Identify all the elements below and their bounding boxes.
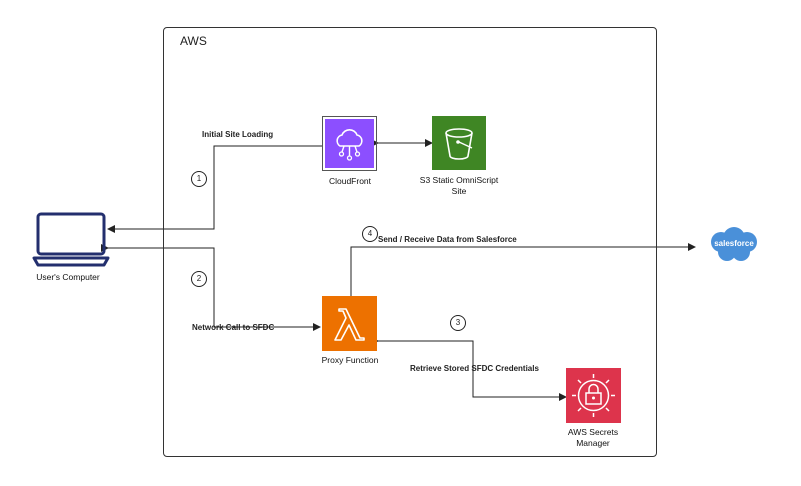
- edge-send-receive: [347, 243, 696, 303]
- s3-label: S3 Static OmniScript Site: [409, 175, 509, 197]
- edge-label-retrieve: Retrieve Stored SFDC Credentials: [410, 364, 539, 373]
- aws-boundary-title: AWS: [180, 34, 207, 48]
- step-marker-2: 2: [191, 271, 207, 287]
- edge-retrieve: [371, 337, 567, 401]
- secrets-label-line2: Manager: [576, 438, 610, 448]
- computer-label: User's Computer: [36, 272, 100, 282]
- edge-label-initial-load: Initial Site Loading: [202, 130, 274, 139]
- cloudfront-label: CloudFront: [328, 176, 372, 186]
- edge-label-send-receive: Send / Receive Data from Salesforce: [378, 235, 517, 244]
- edge-network-call: [101, 244, 321, 331]
- s3-label-line1: S3 Static OmniScript: [419, 175, 499, 185]
- salesforce-label: salesforce: [714, 239, 754, 248]
- lambda-label: Proxy Function: [321, 355, 379, 365]
- step-marker-4: 4: [362, 226, 378, 242]
- salesforce-cloud-icon: [711, 227, 757, 261]
- aws-boundary: [163, 27, 657, 457]
- step-marker-3: 3: [450, 315, 466, 331]
- cloudfront-icon: [325, 119, 374, 168]
- secrets-manager-icon: [566, 368, 621, 423]
- s3-bucket-icon: [432, 116, 486, 170]
- step-marker-1: 1: [191, 171, 207, 187]
- salesforce-node: salesforce: [707, 226, 761, 264]
- lambda-icon: [322, 296, 377, 351]
- edge-label-network-call: Network Call to SFDC: [192, 323, 275, 332]
- edge-initial-load: [107, 145, 322, 233]
- cloudfront-node: [322, 116, 377, 171]
- secrets-label-line1: AWS Secrets: [567, 427, 619, 437]
- s3-label-line2: Site: [451, 186, 467, 196]
- secrets-manager-label: AWS Secrets Manager: [543, 427, 643, 449]
- laptop-icon: [32, 212, 110, 267]
